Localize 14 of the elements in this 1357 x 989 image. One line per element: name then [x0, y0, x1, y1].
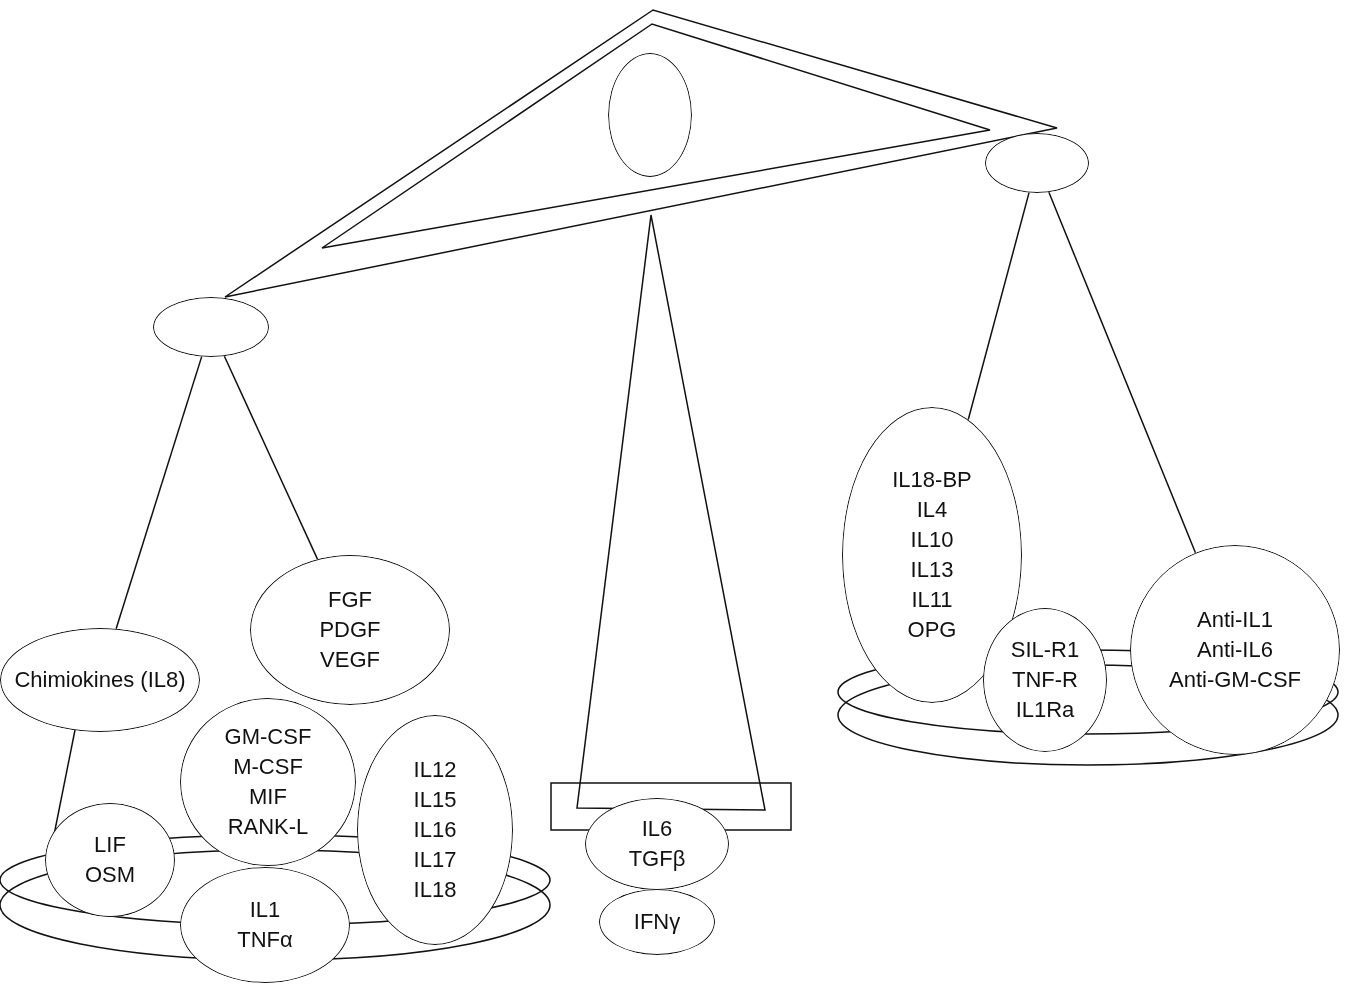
- string-line: [1048, 191, 1197, 554]
- string-line: [967, 191, 1030, 421]
- cytokine-ellipse: IL6 TGFβ: [585, 798, 729, 890]
- string-line: [115, 355, 203, 630]
- cytokine-ellipse: Chimiokines (IL8): [0, 628, 200, 732]
- cytokine-ellipse: IL12 IL15 IL16 IL17 IL18: [357, 715, 513, 945]
- cytokine-ellipse: IL1 TNFα: [180, 867, 350, 983]
- cytokine-ellipse: SIL-R1 TNF-R IL1Ra: [983, 608, 1107, 752]
- cytokine-ellipse: FGF PDGF VEGF: [250, 555, 450, 705]
- cytokine-ellipse: GM-CSF M-CSF MIF RANK-L: [180, 698, 356, 866]
- cytokine-ellipse: IFNγ: [599, 889, 715, 955]
- cytokine-ellipse: Anti-IL1 Anti-IL6 Anti-GM-CSF: [1130, 545, 1340, 755]
- string-line: [223, 355, 319, 560]
- cytokine-ellipse: LIF OSM: [45, 803, 175, 917]
